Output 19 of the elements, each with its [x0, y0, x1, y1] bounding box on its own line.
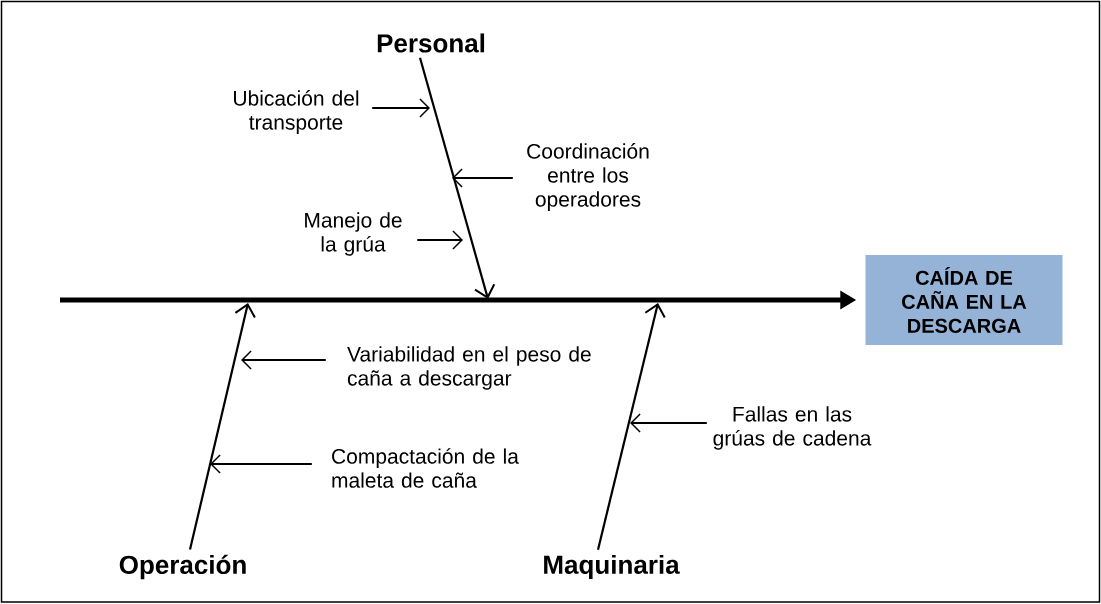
cause-label: Compactación de la maleta de caña: [332, 448, 519, 488]
arrow: [416, 230, 463, 250]
cause-label: Coordinación entre los operadores: [527, 143, 649, 211]
arrow: [596, 303, 666, 550]
category-label: Operación: [119, 554, 246, 580]
arrow: [452, 168, 514, 188]
cause-label: Manejo de la grúa: [305, 212, 402, 256]
arrow: [630, 413, 708, 433]
cause-label: Fallas en las grúas de cadena: [713, 406, 872, 450]
effect-box: CAÍDA DE CAÑA EN LA DESCARGA: [865, 255, 1063, 345]
cause-label: Variabilidad en el peso de caña a descargar: [347, 346, 591, 390]
arrow: [210, 454, 313, 474]
arrow: [241, 350, 327, 370]
arrow: [371, 98, 430, 118]
category-label: Maquinaria: [544, 554, 680, 580]
arrow: [418, 57, 496, 299]
cause-label: Ubicación del transporte: [234, 90, 359, 134]
category-label: Personal: [377, 33, 485, 53]
arrow: [188, 303, 256, 550]
